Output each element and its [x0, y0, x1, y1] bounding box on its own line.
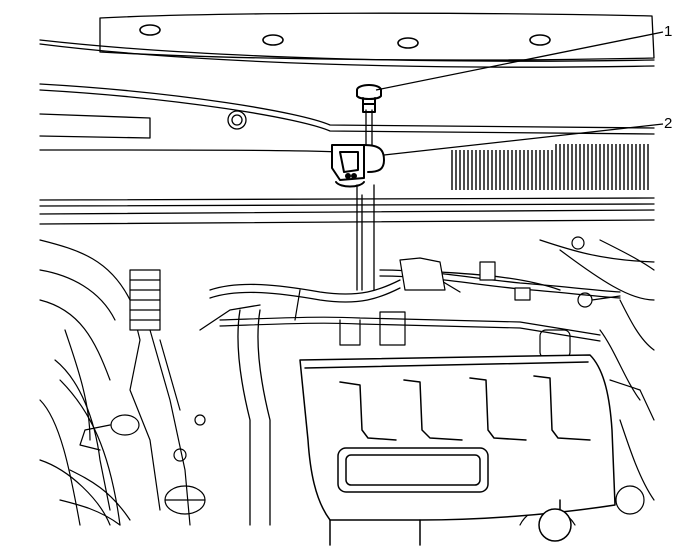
air-intake-duct: [39, 379, 131, 526]
hood-panel: [39, 12, 655, 225]
wiring-harness: [219, 257, 601, 346]
left-fender-structure: [39, 239, 206, 526]
callout-2-leader: [383, 123, 664, 156]
callout-1-leader: [375, 31, 664, 91]
right-fender-structure: [519, 236, 655, 526]
callout-1-label: 1: [664, 23, 672, 40]
cowl-vent-grille: [450, 142, 650, 192]
bolt-part: [356, 84, 382, 113]
engine-cover: [299, 354, 616, 546]
callout-leader-lines: [375, 31, 664, 156]
hood-slots: [139, 24, 551, 49]
connector-part: [331, 144, 385, 188]
callout-2-label: 2: [664, 115, 672, 132]
cowl-grommet: [227, 110, 247, 130]
mounting-stud-guide: [356, 109, 375, 291]
